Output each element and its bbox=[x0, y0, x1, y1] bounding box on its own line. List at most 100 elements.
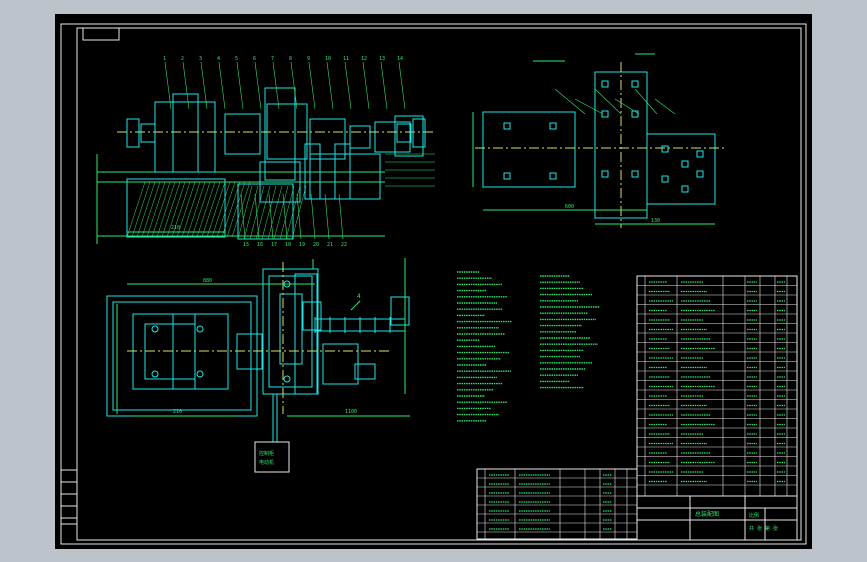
balloon-bottom-label: 19 bbox=[299, 242, 305, 248]
lower-parts-list[interactable] bbox=[476, 468, 638, 540]
bolt-hole bbox=[696, 150, 704, 158]
leader-line bbox=[200, 61, 208, 110]
left-binding-strip bbox=[60, 469, 78, 525]
leader-line bbox=[380, 61, 388, 110]
hatch-line bbox=[166, 181, 186, 238]
technical-notes-left bbox=[457, 271, 512, 422]
technical-notes-right bbox=[540, 275, 600, 389]
leader-line bbox=[254, 193, 260, 240]
hatch-line bbox=[285, 185, 301, 240]
bolt-hole bbox=[696, 170, 704, 178]
bolt-circle bbox=[283, 375, 291, 383]
hatch-line bbox=[221, 181, 241, 238]
balloon-top-label: 9 bbox=[307, 56, 310, 62]
leader-line bbox=[164, 61, 172, 110]
leader-line bbox=[296, 193, 302, 240]
balloon-bottom-label: 18 bbox=[285, 242, 291, 248]
balloon-top-label: 12 bbox=[361, 56, 367, 62]
parts-list-table[interactable] bbox=[636, 275, 798, 497]
bolt-hole bbox=[661, 175, 669, 183]
hatch-line bbox=[279, 185, 295, 240]
hatch-line bbox=[226, 181, 246, 238]
hatch-line bbox=[181, 181, 201, 238]
title-block[interactable]: 总装配图 比例 共 张 第 张 bbox=[636, 495, 798, 541]
leader-line bbox=[240, 193, 246, 240]
hatch-line bbox=[206, 181, 226, 238]
title-scale-label: 比例 bbox=[749, 512, 759, 519]
leader-line bbox=[254, 61, 262, 110]
balloon-top-label: 1 bbox=[163, 56, 166, 62]
hatch-line bbox=[171, 181, 191, 238]
balloon-top-label: 3 bbox=[199, 56, 202, 62]
bolt-hole bbox=[503, 172, 511, 180]
bolt-hole bbox=[631, 110, 639, 118]
leader-line bbox=[344, 61, 352, 110]
leader-line bbox=[236, 61, 244, 110]
hatch-line bbox=[249, 185, 265, 240]
plan-view[interactable]: 880 210 1100 4 bbox=[106, 258, 410, 442]
leader-line bbox=[218, 61, 226, 110]
hatch-line bbox=[126, 181, 146, 238]
bolt-hole bbox=[661, 145, 669, 153]
hatch-line bbox=[136, 181, 156, 238]
hatch-line bbox=[151, 181, 171, 238]
balloon-top-label: 11 bbox=[343, 56, 349, 62]
leader-line bbox=[290, 61, 298, 110]
plan-callout: 4 bbox=[357, 293, 361, 300]
hatch-line bbox=[216, 181, 236, 238]
hatch-line bbox=[196, 181, 216, 238]
control-box[interactable]: 控制柜 电动机 bbox=[254, 441, 290, 473]
balloon-top-label: 10 bbox=[325, 56, 331, 62]
control-box-label-2: 电动机 bbox=[259, 459, 274, 466]
control-box-label-1: 控制柜 bbox=[259, 450, 274, 457]
hatch-line bbox=[273, 185, 289, 240]
balloon-top-label: 5 bbox=[235, 56, 238, 62]
hatch-line bbox=[186, 181, 206, 238]
title-sheet-label: 共 张 第 张 bbox=[749, 525, 778, 532]
flange-detail-view[interactable]: 600 130 bbox=[472, 53, 725, 228]
corner-label-box bbox=[82, 27, 120, 41]
bolt-hole bbox=[681, 160, 689, 168]
leader-line bbox=[310, 193, 316, 240]
hatch-line bbox=[141, 181, 161, 238]
balloon-bottom-label: 22 bbox=[341, 242, 347, 248]
hatch-line bbox=[267, 185, 283, 240]
bolt-circle bbox=[151, 325, 159, 333]
hatch-line bbox=[176, 181, 196, 238]
hatch-line bbox=[243, 185, 259, 240]
cad-drawing-viewport[interactable]: 210 600 130 bbox=[55, 14, 812, 549]
leader-line bbox=[634, 88, 658, 115]
assembly-drawing: 210 600 130 bbox=[60, 23, 807, 545]
side-elevation-view[interactable]: 210 bbox=[96, 61, 435, 244]
leader-line bbox=[594, 88, 622, 115]
bolt-hole bbox=[601, 110, 609, 118]
title-drawing-name: 总装配图 bbox=[695, 510, 719, 518]
outer-border bbox=[60, 23, 807, 545]
plan-dim-top: 880 bbox=[203, 278, 212, 284]
hatch-line bbox=[231, 181, 251, 238]
side-dim-left: 210 bbox=[171, 225, 180, 231]
bolt-circle bbox=[151, 370, 159, 378]
bolt-circle bbox=[196, 370, 204, 378]
balloon-top-label: 2 bbox=[181, 56, 184, 62]
balloon-bottom-label: 20 bbox=[313, 242, 319, 248]
balloon-bottom-label: 16 bbox=[257, 242, 263, 248]
hatch-line bbox=[291, 185, 307, 240]
hatch-line bbox=[191, 181, 211, 238]
balloon-top-label: 6 bbox=[253, 56, 256, 62]
leader-line bbox=[338, 193, 344, 240]
leader-line bbox=[614, 98, 640, 115]
leader-line bbox=[554, 88, 586, 115]
hatch-line bbox=[161, 181, 181, 238]
bolt-hole bbox=[503, 122, 511, 130]
hatch-line bbox=[261, 185, 277, 240]
leader-line bbox=[326, 61, 334, 110]
bolt-hole bbox=[681, 185, 689, 193]
leader-line bbox=[268, 193, 274, 240]
inner-border bbox=[76, 27, 802, 541]
plan-dim-right-bottom: 1100 bbox=[345, 409, 357, 415]
hatch-line bbox=[211, 181, 231, 238]
balloon-top-label: 8 bbox=[289, 56, 292, 62]
bolt-hole bbox=[601, 80, 609, 88]
balloon-top-label: 13 bbox=[379, 56, 385, 62]
